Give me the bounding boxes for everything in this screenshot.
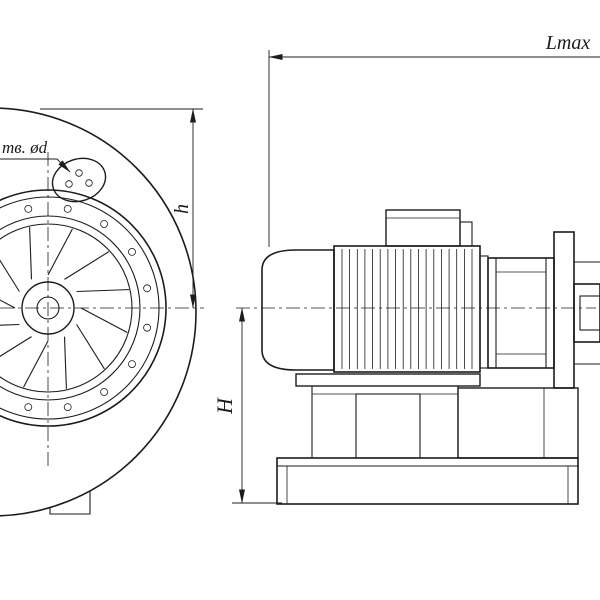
motor-junction-box <box>385 209 461 247</box>
impeller-blade <box>0 299 16 309</box>
front-view: тв. ød h <box>0 107 204 517</box>
impeller-blade <box>0 323 20 326</box>
motor-fan-cowl <box>261 249 335 371</box>
dimension-capital-h: H <box>212 307 282 504</box>
fan-hub-section <box>579 295 600 331</box>
base-frame <box>276 457 579 505</box>
impeller-blade <box>47 228 73 276</box>
bolt-hole <box>63 204 72 213</box>
bracket-hole <box>75 169 83 177</box>
holes-note-leader <box>56 158 71 173</box>
impeller-blade <box>23 340 49 388</box>
inlet-flange-inner-circle <box>0 196 160 420</box>
bolt-hole <box>143 323 152 332</box>
side-view: H Lmax <box>212 32 600 505</box>
bracket-hole <box>65 180 73 188</box>
motor-mounting-plate <box>295 373 481 387</box>
bearing-support-block <box>457 387 579 459</box>
impeller-hub-circle <box>21 281 75 335</box>
bolt-hole <box>24 403 33 412</box>
bolt-hole <box>128 247 136 256</box>
bolt-hole <box>24 204 33 213</box>
H-label: H <box>212 397 237 415</box>
impeller-blade <box>0 259 20 292</box>
motor-end-shield <box>479 255 489 369</box>
flange-bolt-holes <box>24 204 152 412</box>
bolt-hole <box>128 360 136 369</box>
bolt-hole <box>63 403 72 412</box>
motor-body <box>333 245 481 373</box>
fan-inlet-collar <box>573 283 600 343</box>
housing-foot <box>49 491 91 515</box>
motor-fins <box>341 249 473 369</box>
impeller-blade <box>63 336 67 389</box>
holes-callout: тв. ød <box>0 138 71 173</box>
scroll-housing-circle <box>0 107 197 517</box>
bolt-hole <box>100 220 108 228</box>
pedestal-center-block <box>355 393 421 459</box>
mounting-bracket <box>51 157 107 203</box>
bracket-hole <box>85 179 93 187</box>
dimension-lmax: Lmax <box>268 32 600 247</box>
junction-box-step <box>459 221 473 247</box>
impeller-blades <box>0 227 129 389</box>
bolt-hole <box>100 388 108 396</box>
dimension-h: h <box>40 108 203 309</box>
impeller-blade <box>76 289 129 293</box>
shaft-circle <box>36 296 60 320</box>
inlet-ring-outer <box>0 215 141 401</box>
impeller-blade <box>76 324 105 370</box>
impeller-blade <box>80 307 128 333</box>
coupling-housing <box>487 257 555 369</box>
inlet-ring-inner <box>0 223 133 393</box>
fan-side-plate <box>553 231 575 389</box>
impeller-blade <box>64 251 110 280</box>
h-label: h <box>171 204 193 214</box>
impeller-blade <box>0 336 32 357</box>
bolt-hole <box>143 284 152 293</box>
inlet-flange-outer-circle <box>0 189 167 427</box>
holes-note-label: тв. ød <box>2 138 48 157</box>
impeller-blade <box>29 227 33 280</box>
bracket-holes <box>65 169 93 188</box>
lmax-label: Lmax <box>545 32 591 54</box>
